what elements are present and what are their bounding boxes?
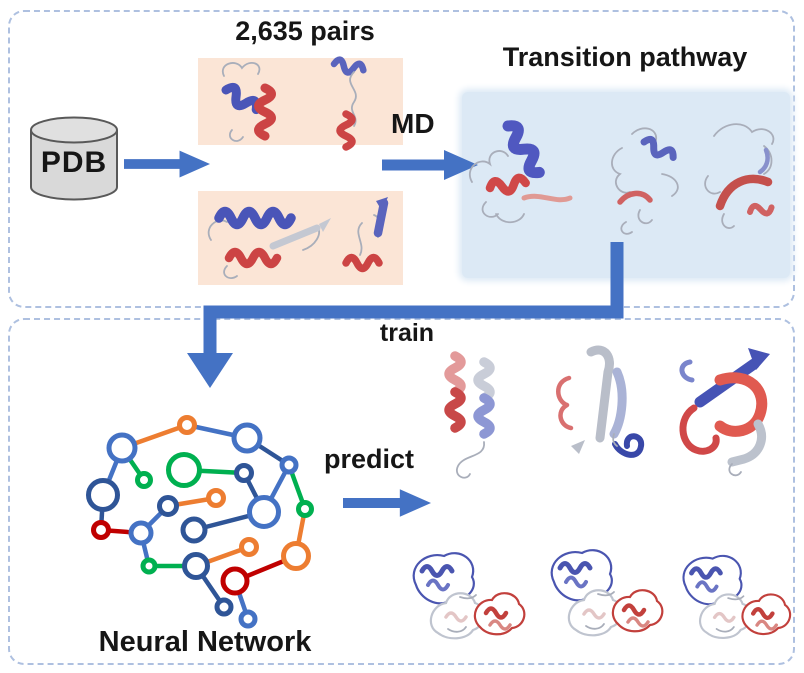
elbow-down-arrow-icon [187, 242, 624, 388]
predict-label: predict [324, 444, 415, 474]
pairs-count-label: 2,635 pairs [235, 16, 375, 46]
neural-network-brain-icon [86, 415, 314, 629]
predicted-structures-icon [536, 542, 666, 652]
protein-pair-structures-icon [221, 61, 276, 142]
neural-network-label: Neural Network [98, 626, 312, 658]
protein-pair-structures-icon [207, 206, 331, 279]
predicted-structures-icon [679, 348, 770, 477]
train-label: train [379, 319, 435, 347]
flow-arrow-icon [343, 489, 431, 517]
flow-arrow-icon [124, 150, 210, 178]
predicted-structures-icon [444, 351, 495, 479]
predicted-structures-icon [668, 548, 794, 654]
transition-pathway-structures-icon [704, 123, 775, 229]
transition-pathway-label: Transition pathway [502, 42, 748, 72]
bottom-dashed-panel [8, 318, 795, 665]
pdb-database-icon [30, 116, 118, 201]
md-label: MD [391, 108, 435, 139]
predicted-structures-icon [556, 345, 645, 458]
transition-pathway-structures-icon [611, 127, 679, 235]
protein-pair-structures-icon [342, 197, 389, 273]
transition-pathway-structures-icon [469, 120, 573, 224]
pdb-label: PDB [40, 146, 108, 179]
predicted-structures-icon [398, 545, 528, 655]
protein-pair-structures-icon [330, 56, 367, 151]
flow-arrow-icon [382, 150, 478, 180]
